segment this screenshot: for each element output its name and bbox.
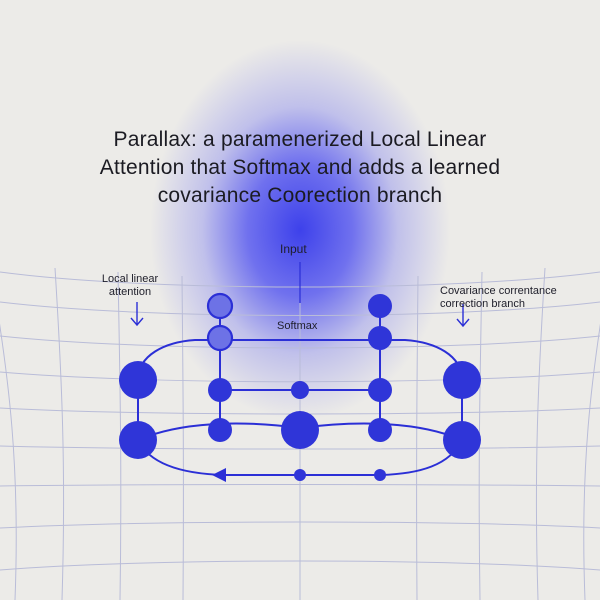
low-left-node xyxy=(208,418,232,442)
left-label-line-2: attention xyxy=(108,286,152,298)
node-group xyxy=(119,292,481,481)
outer-left-node xyxy=(119,361,157,399)
right-top-node xyxy=(368,294,392,318)
background-grid xyxy=(0,267,600,600)
low-right-node xyxy=(368,418,392,442)
right-label-line-1: Covariance correntance xyxy=(440,285,557,297)
title-line-2: Attention that Softmax and adds a learne… xyxy=(99,156,501,179)
mid-right-node xyxy=(368,378,392,402)
arrow-down-icon xyxy=(130,302,144,327)
outer-right-lower-node xyxy=(443,421,481,459)
covariance-correction-label: Covariance correntance correction branch xyxy=(440,285,590,311)
diagram-title: Parallax: a paramenerized Local Linear A… xyxy=(30,126,570,210)
outer-right-node xyxy=(443,361,481,399)
mid-center-node xyxy=(291,381,309,399)
arrow-left-icon xyxy=(212,468,226,482)
right-node xyxy=(368,326,392,350)
input-label: Input xyxy=(280,242,307,256)
left-ring-node xyxy=(206,324,234,352)
right-label-line-2: correction branch xyxy=(440,298,525,310)
left-label-line-1: Local linear xyxy=(101,273,159,285)
outer-left-lower-node xyxy=(119,421,157,459)
local-linear-attention-label: Local linear attention xyxy=(82,273,178,299)
softmax-label: Softmax xyxy=(277,320,318,332)
bottom-right-node xyxy=(374,469,386,481)
left-top-ring-node xyxy=(206,292,234,320)
title-line-1: Parallax: a paramenerized Local Linear xyxy=(113,128,487,151)
center-large-node xyxy=(281,411,319,449)
title-line-3: covariance Coorection branch xyxy=(157,184,443,207)
arrow-down-icon xyxy=(456,304,470,328)
top-loop-path xyxy=(137,339,463,381)
bottom-center-node xyxy=(294,469,306,481)
mid-left-node xyxy=(208,378,232,402)
